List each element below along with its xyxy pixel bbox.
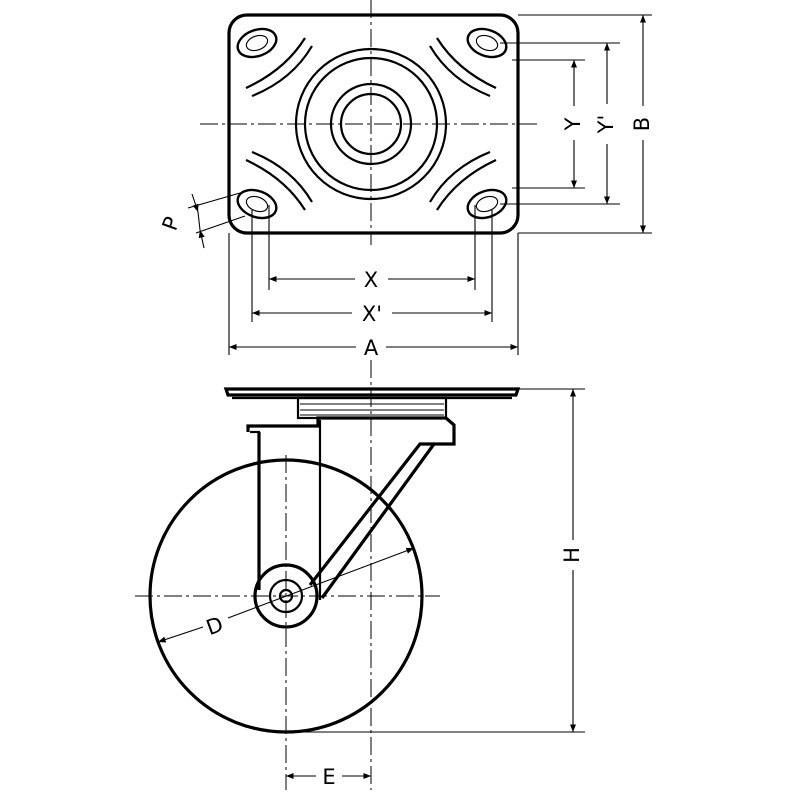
dimension-label-e: E	[322, 765, 335, 789]
swivel-bearing	[294, 47, 448, 201]
mounting-slot-bottom-right	[466, 188, 508, 220]
top-view: X X' A Y Y'	[158, 0, 654, 360]
dimension-label-p: P	[158, 214, 185, 234]
dimension-label-y: Y	[561, 117, 585, 131]
dimension-label-a: A	[364, 336, 379, 360]
plate-stiffening-ribs	[245, 37, 497, 211]
dimension-x: X	[269, 268, 475, 292]
mounting-slot-bottom-left	[236, 188, 278, 220]
dimension-e: E	[286, 765, 371, 789]
dimension-y-prime: Y'	[594, 43, 618, 204]
dimension-y: Y	[561, 60, 585, 188]
dimension-x-prime: X'	[252, 302, 492, 326]
dimension-d: D	[157, 547, 415, 643]
dimension-h: H	[560, 389, 584, 732]
dimension-label-x: X	[364, 268, 378, 292]
dimension-a: A	[229, 336, 518, 360]
dimension-p: P	[158, 192, 246, 249]
mounting-slot-top-left	[236, 27, 278, 59]
dimension-label-x-prime: X'	[362, 302, 382, 326]
side-view: D H E	[135, 360, 585, 790]
dimension-b: B	[630, 15, 654, 233]
dimension-label-b: B	[630, 117, 654, 131]
mounting-slot-top-right	[466, 27, 508, 59]
caster-fork	[246, 416, 456, 600]
dimension-label-d: D	[203, 612, 226, 640]
dimension-label-y-prime: Y'	[594, 115, 618, 135]
dimension-label-h: H	[560, 547, 584, 563]
side-mounting-plate	[223, 387, 521, 420]
